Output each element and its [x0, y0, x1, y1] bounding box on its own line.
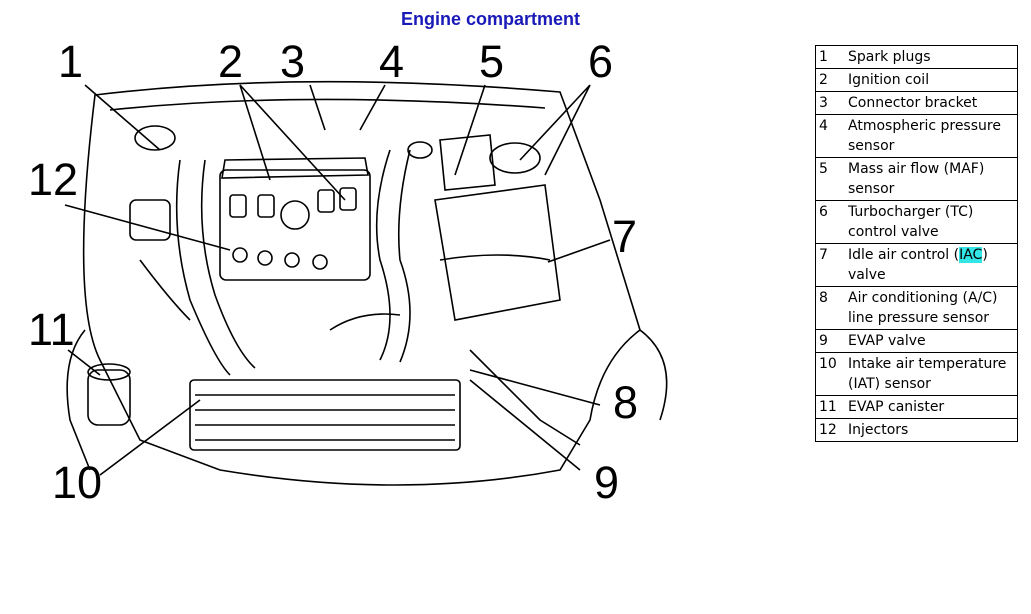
legend-label: Spark plugs [844, 45, 1018, 69]
legend-number: 8 [815, 286, 844, 330]
legend-number: 9 [815, 329, 844, 353]
legend-label: EVAP valve [844, 329, 1018, 353]
callout-8: 8 [613, 377, 638, 428]
legend-number: 7 [815, 243, 844, 287]
legend-label-post: ) valve [848, 247, 988, 283]
callout-6: 6 [588, 36, 613, 87]
callout-11: 11 [28, 304, 75, 355]
callout-7: 7 [612, 211, 637, 262]
legend-label-pre: Idle air control ( [848, 247, 960, 263]
legend-label: Intake air temperature (IAT) sensor [844, 352, 1018, 396]
callout-3: 3 [280, 36, 305, 87]
legend-number: 6 [815, 200, 844, 244]
callout-2: 2 [218, 36, 243, 87]
legend-label: Idle air control (IAC) valve [844, 243, 1018, 287]
legend-number: 1 [815, 45, 844, 69]
legend-number: 5 [815, 157, 844, 201]
callout-9: 9 [594, 457, 619, 508]
callout-5: 5 [479, 36, 504, 87]
engine-illustration [64, 80, 668, 486]
legend-label: Turbocharger (TC) control valve [844, 200, 1018, 244]
legend-label: Air conditioning (A/C) line pressure sen… [844, 286, 1018, 330]
legend-label: Atmospheric pressure sensor [844, 114, 1018, 158]
callout-numbers: 1 2 3 4 5 6 7 8 9 10 11 12 [28, 36, 638, 508]
legend-label: Connector bracket [844, 91, 1018, 115]
legend-label: Injectors [844, 418, 1018, 442]
legend-label: Mass air flow (MAF) sensor [844, 157, 1018, 201]
legend-number: 3 [815, 91, 844, 115]
legend-label: EVAP canister [844, 395, 1018, 419]
legend-label: Ignition coil [844, 68, 1018, 92]
callout-10: 10 [52, 457, 102, 508]
highlighted-text: IAC [959, 247, 983, 263]
callout-4: 4 [379, 36, 404, 87]
legend-number: 12 [815, 418, 844, 442]
callout-12: 12 [28, 154, 78, 205]
diagram-title: Engine compartment [401, 9, 581, 29]
legend-number: 11 [815, 395, 844, 419]
legend-number: 10 [815, 352, 844, 396]
engine-compartment-diagram: 1 2 3 4 5 6 7 8 9 10 11 12 [28, 36, 668, 508]
legend-number: 4 [815, 114, 844, 158]
legend-number: 2 [815, 68, 844, 92]
callout-1: 1 [58, 36, 83, 87]
